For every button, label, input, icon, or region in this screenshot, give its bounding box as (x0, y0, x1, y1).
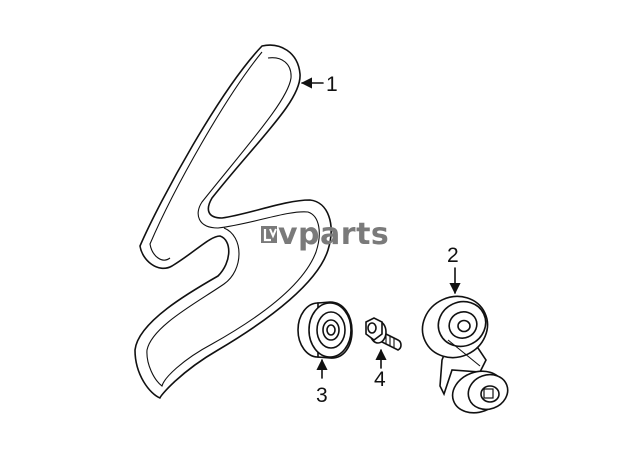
callout-4: 4 (374, 368, 386, 391)
belt (134, 44, 332, 399)
idler-pulley (297, 301, 353, 379)
watermark-text: vparts (278, 217, 389, 252)
callout-2: 2 (447, 244, 459, 267)
tensioner (421, 267, 509, 414)
lv-logo-icon (261, 226, 277, 243)
callout-3: 3 (316, 384, 328, 407)
bolt (365, 317, 402, 369)
callout-1: 1 (326, 73, 338, 96)
watermark: vparts (261, 217, 389, 252)
